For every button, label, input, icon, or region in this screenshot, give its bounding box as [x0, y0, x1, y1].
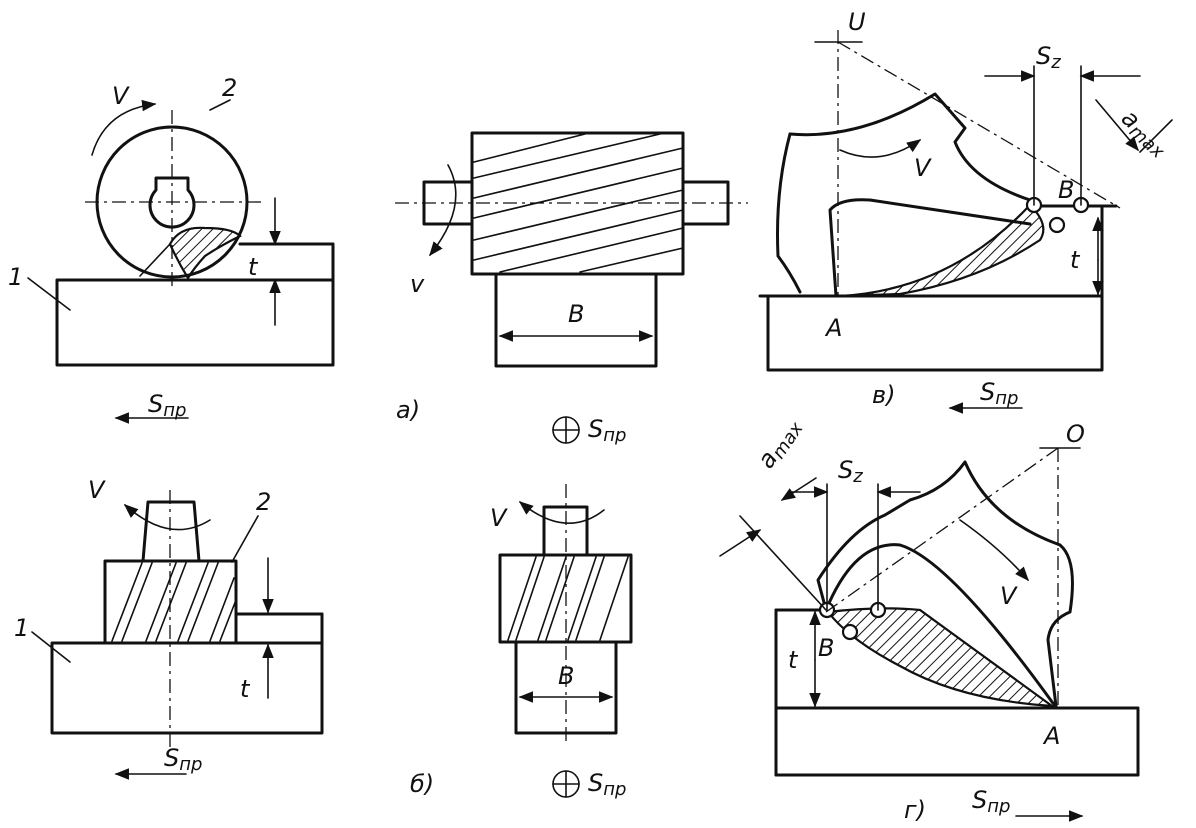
caption-g: г): [904, 796, 926, 824]
label-snp-g: Sпр: [972, 786, 1010, 817]
point-marker-v-3: [1048, 216, 1066, 234]
caption-b: б): [410, 770, 434, 798]
label-snp-1: Sпр: [148, 390, 186, 421]
label-v-1: V: [112, 82, 130, 110]
panel-peripheral-side: V 2 1 t Sпр: [8, 74, 335, 424]
tooth-body-v: [788, 92, 1032, 202]
chip-hatch-v: [839, 203, 1045, 298]
label-v-a: v: [410, 270, 425, 298]
label-B-b: B: [558, 662, 574, 690]
rotation-arrow-g: [959, 519, 1029, 582]
panel-b-face-front: B V б) Sпр: [410, 484, 633, 800]
label-B-g: B: [818, 634, 834, 662]
label-1-1: 1: [8, 263, 23, 291]
chip-hatch-g: [825, 607, 1056, 708]
label-O-g: O: [1066, 420, 1085, 448]
label-t-g: t: [788, 646, 799, 674]
workpiece-v: [758, 294, 1104, 372]
panel-a-cylindrical-front: B v а) Sпр: [395, 131, 748, 446]
cutter-teeth-b: [507, 556, 629, 641]
workpiece-1-b: [50, 641, 324, 735]
label-2-1: 2: [222, 74, 237, 102]
cutter-helix-lines-a: [473, 133, 684, 273]
panel-face-side: V 2 1 t Sпр: [14, 476, 324, 780]
label-v-v: V: [914, 154, 932, 182]
label-snp-a: Sпр: [588, 415, 626, 446]
label-snp-b: Sпр: [588, 769, 626, 800]
label-snp-face: Sпр: [164, 744, 202, 775]
label-sz-v: Sz: [1036, 42, 1061, 73]
caption-a: а): [396, 396, 420, 424]
label-sz-g: Sz: [838, 456, 863, 487]
tooth-edge-v: [828, 198, 1032, 298]
panel-g-chip-geometry: O V Sz amax B t A г) Sпр: [719, 413, 1140, 824]
rotation-arrow-face: [123, 504, 211, 531]
label-t-v: t: [1070, 246, 1081, 274]
label-snp-v: Sпр: [980, 378, 1018, 409]
label-A-g: A: [1042, 722, 1060, 750]
label-U-v: U: [848, 8, 866, 36]
caption-v: в): [872, 381, 896, 409]
rotation-arrow-a: [429, 164, 457, 257]
chip-hatch-1: [168, 226, 242, 281]
workpiece-a: [494, 272, 658, 368]
panel-v-chip-geometry: U V Sz amax B t A в) Sпр: [758, 8, 1173, 414]
tooth-edge-g: [824, 543, 1057, 708]
label-A-v: A: [824, 314, 842, 342]
label-v-g: V: [1000, 582, 1018, 610]
rotation-arrow-v: [839, 139, 922, 158]
rotation-arrow-1: [91, 99, 157, 156]
label-t-1: t: [248, 253, 259, 281]
label-1-face: 1: [14, 614, 29, 642]
label-2-face: 2: [256, 488, 271, 516]
label-v-b: V: [490, 504, 508, 532]
label-B-v: B: [1058, 176, 1074, 204]
label-t-face: t: [240, 675, 251, 703]
point-marker-g-3: [841, 623, 859, 641]
workpiece-1: [55, 278, 335, 367]
label-v-face: V: [88, 476, 106, 504]
label-amax-g: amax: [752, 413, 808, 475]
keyway-bore: [148, 176, 196, 229]
tooth-body-g: [816, 460, 1062, 612]
cutter-teeth-face: [111, 562, 237, 642]
rotation-arrow-b: [518, 501, 605, 525]
label-B-a: B: [568, 300, 584, 328]
spindle-face: [141, 500, 201, 563]
